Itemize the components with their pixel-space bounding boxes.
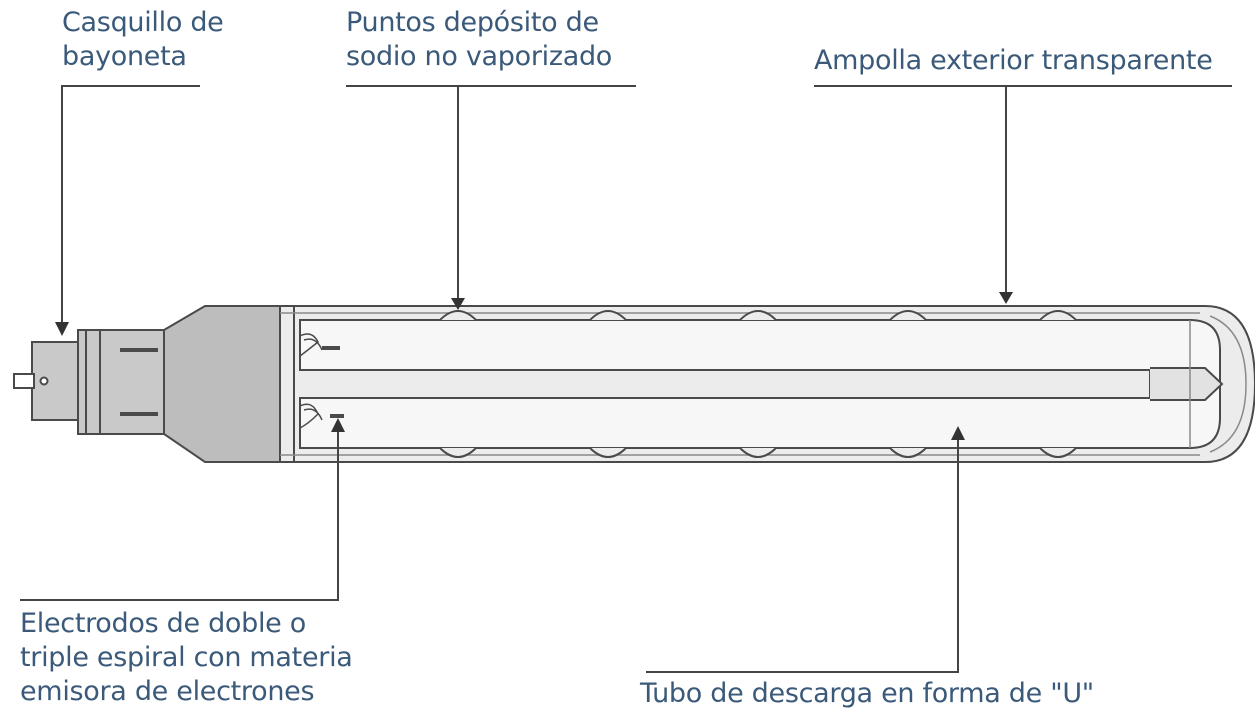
label-electrodes: Electrodos de doble o triple espiral con… bbox=[20, 607, 353, 709]
label-bayonet-cap: Casquillo de bayoneta bbox=[62, 6, 224, 74]
label-discharge-tube: Tubo de descarga en forma de "U" bbox=[640, 677, 1094, 711]
label-sodium-deposits-line2: sodio no vaporizado bbox=[346, 41, 613, 72]
label-outer-bulb: Ampolla exterior transparente bbox=[814, 44, 1213, 78]
label-discharge-tube-line1: Tubo de descarga en forma de "U" bbox=[640, 678, 1094, 709]
leader-lines bbox=[20, 85, 1232, 673]
label-sodium-deposits: Puntos depósito de sodio no vaporizado bbox=[346, 6, 612, 74]
sodium-deposit-dimples bbox=[439, 310, 1077, 458]
label-bayonet-cap-line1: Casquillo de bbox=[62, 7, 224, 38]
discharge-tube-shape bbox=[299, 319, 1221, 449]
label-sodium-deposits-line1: Puntos depósito de bbox=[346, 7, 599, 38]
label-electrodes-line2: triple espiral con materia bbox=[20, 642, 353, 673]
bayonet-cap-shape bbox=[13, 305, 281, 463]
electrodes-shape bbox=[299, 333, 344, 429]
label-electrodes-line1: Electrodos de doble o bbox=[20, 608, 306, 639]
label-outer-bulb-line1: Ampolla exterior transparente bbox=[814, 45, 1213, 76]
label-electrodes-line3: emisora de electrones bbox=[20, 676, 315, 707]
arrow-heads bbox=[55, 292, 1013, 440]
label-bayonet-cap-line2: bayoneta bbox=[62, 41, 187, 72]
